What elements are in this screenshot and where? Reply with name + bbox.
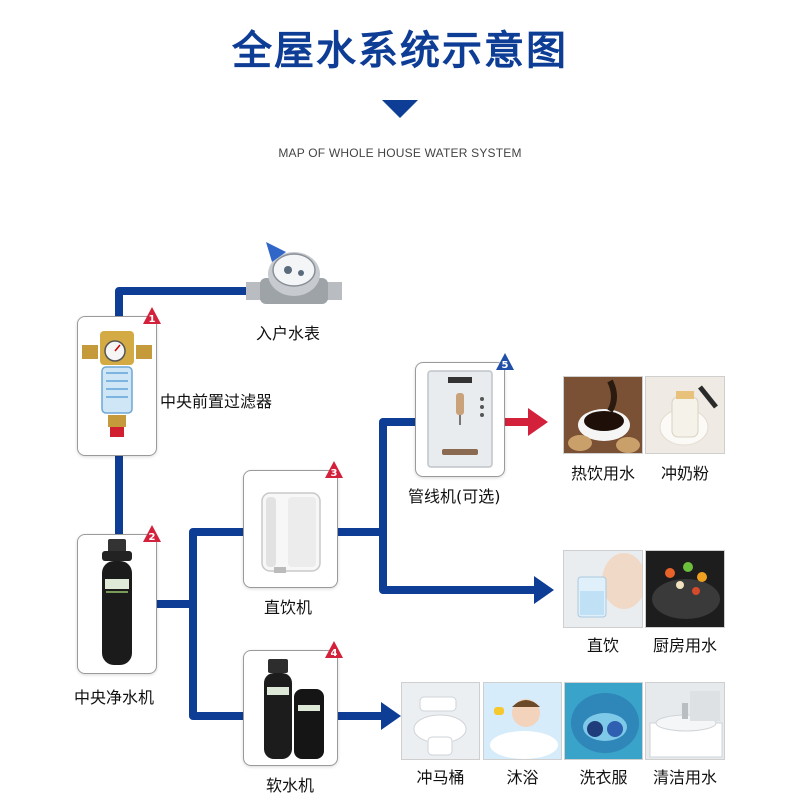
badge-4-number: 4 [331,648,338,659]
softener-card[interactable] [243,650,338,766]
pipe-purifier-trunk [157,528,243,608]
direct-label: 直饮 [586,636,619,655]
water-softener-icon [264,659,324,759]
water-meter[interactable] [246,240,342,310]
badge-3-icon: 3 [324,460,344,484]
prefilter-card[interactable] [77,316,157,456]
pipeline-card[interactable] [415,362,505,477]
laundry-label: 洗衣服 [579,768,628,787]
hot-drink-label: 热饮用水 [570,464,635,483]
badge-1-number: 1 [149,314,156,325]
wok-cooking-icon [646,551,724,627]
cleaning-label: 清洁用水 [652,768,717,787]
page-subtitle: MAP OF WHOLE HOUSE WATER SYSTEM [278,146,522,160]
child-bathing-icon [484,683,561,759]
laundry-photo [564,682,643,760]
prefilter-label: 中央前置过滤器 [160,392,273,411]
meter-label: 入户水表 [256,324,321,343]
water-meter-icon [246,242,342,304]
toilet-photo [401,682,480,760]
purifier-tank-icon [102,539,132,665]
title-pointer-icon [382,100,418,124]
badge-3-number: 3 [331,468,338,479]
page-title: 全屋水系统示意图 [232,28,568,74]
arrow-hot [528,408,548,436]
pipe-meter-prefilter [115,287,250,316]
arrow-softener [381,702,401,730]
toilet-icon [402,683,479,759]
drinker-label: 直饮机 [264,598,313,617]
bath-label: 沐浴 [506,768,539,787]
formula-photo [645,376,725,454]
laundry-basin-icon [565,683,642,759]
direct-drink-machine-icon [261,492,321,573]
coffee-cup-icon [564,377,642,453]
bath-photo [483,682,562,760]
prefilter-icon [82,331,152,437]
hot-drink-photo [563,376,643,454]
baby-bottle-icon [646,377,724,453]
badge-2-number: 2 [149,532,156,543]
glass-of-water-icon [564,551,642,627]
badge-4-icon: 4 [324,640,344,664]
pipe-drinker-kitchen [379,532,536,594]
kitchen-label: 厨房用水 [652,636,717,655]
softener-label: 软水机 [266,776,315,795]
purifier-card[interactable] [77,534,157,674]
badge-5-number: 5 [502,360,509,371]
direct-drink-photo [563,550,643,628]
arrow-kitchen [534,576,554,604]
toilet-label: 冲马桶 [416,768,465,787]
kitchen-photo [645,550,725,628]
wash-basin-icon [646,683,724,759]
pipe-drinker-out [338,418,415,536]
pipeline-dispenser-icon [427,370,493,468]
drinker-card[interactable] [243,470,338,588]
cleaning-photo [645,682,725,760]
pipeline-label: 管线机(可选) [408,487,501,506]
badge-1-icon: 1 [142,306,162,330]
formula-label: 冲奶粉 [660,464,709,483]
badge-5-icon: 5 [495,352,515,376]
purifier-label: 中央净水机 [74,688,155,707]
badge-2-icon: 2 [142,524,162,548]
